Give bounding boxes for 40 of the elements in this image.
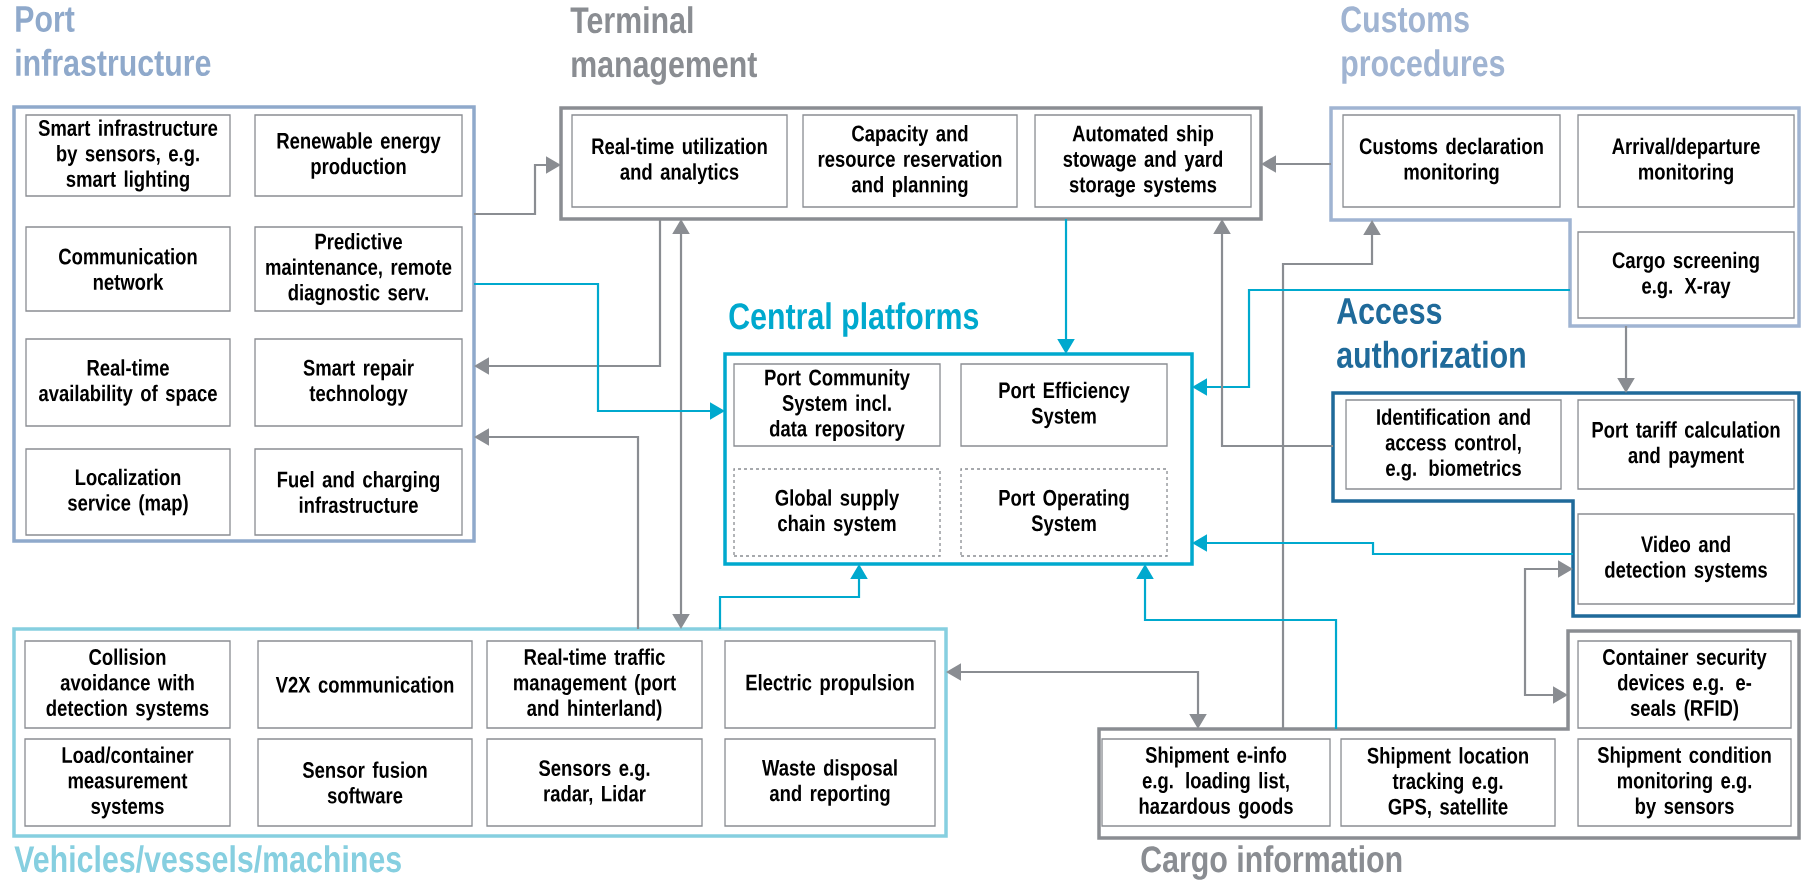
item-box: Real-time traffic management (port and hinterland)	[486, 640, 703, 729]
item-box: Identification and access control, e.g. biometrics	[1345, 399, 1562, 490]
item-box: Port tariff calculation and payment	[1577, 399, 1795, 490]
item-box: Port Operating System	[960, 468, 1168, 557]
item-box: Real-time utilization and analytics	[571, 114, 788, 208]
item-box: Shipment e-info e.g. loading list, hazardous goods	[1101, 738, 1331, 827]
item-box: Port Community System incl. data repository	[733, 363, 941, 447]
item-box: Waste disposal and reporting	[724, 738, 936, 827]
item-box: Localization service (map)	[25, 448, 231, 536]
item-box: Video and detection systems	[1577, 513, 1795, 605]
item-box: Collision avoidance with detection systems	[24, 640, 231, 729]
group-heading: Vehicles/vessels/machines	[14, 845, 401, 873]
item-box: Arrival/departure monitoring	[1577, 114, 1795, 208]
group-heading: Port infrastructure	[16, 6, 211, 76]
item-box: Communication network	[25, 226, 231, 312]
item-box: Shipment condition monitoring e.g. by sensors	[1577, 738, 1792, 827]
item-box: Sensor fusion software	[257, 738, 473, 827]
group-heading: Customs procedures	[1341, 6, 1505, 84]
item-box: Load/container measurement systems	[24, 738, 231, 827]
group-heading: Access authorization	[1336, 298, 1525, 368]
item-box: Shipment location tracking e.g. GPS, satellite	[1340, 738, 1556, 827]
item-box: Smart repair technology	[254, 338, 463, 427]
item-box: Customs declaration monitoring	[1342, 114, 1561, 208]
item-box: Fuel and charging infrastructure	[254, 448, 463, 536]
group-heading: Terminal management	[570, 6, 757, 85]
item-box: V2X communication	[257, 640, 473, 729]
group-heading: Central platforms	[729, 302, 979, 337]
item-box: Capacity and resource reservation and planning	[802, 114, 1018, 208]
item-box: Container security devices e.g. e-seals (RFID)	[1577, 640, 1792, 729]
item-box: Sensors e.g. radar, Lidar	[486, 738, 703, 827]
group-heading: Cargo information	[1141, 845, 1402, 880]
item-box: Predictive maintenance, remote diagnostic serv.	[254, 226, 463, 312]
item-box: Global supply chain system	[733, 468, 941, 557]
item-box: Automated ship stowage and yard storage systems	[1034, 114, 1252, 208]
item-box: Real-time availability of space	[25, 338, 231, 427]
item-box: Smart infrastructure by sensors, e.g. smart lighting	[25, 114, 231, 197]
item-box: Electric propulsion	[724, 640, 936, 729]
item-box: Port Efficiency System	[960, 363, 1168, 447]
item-box: Renewable energy production	[254, 114, 463, 197]
item-box: Cargo screening e.g. X-ray	[1577, 231, 1795, 319]
